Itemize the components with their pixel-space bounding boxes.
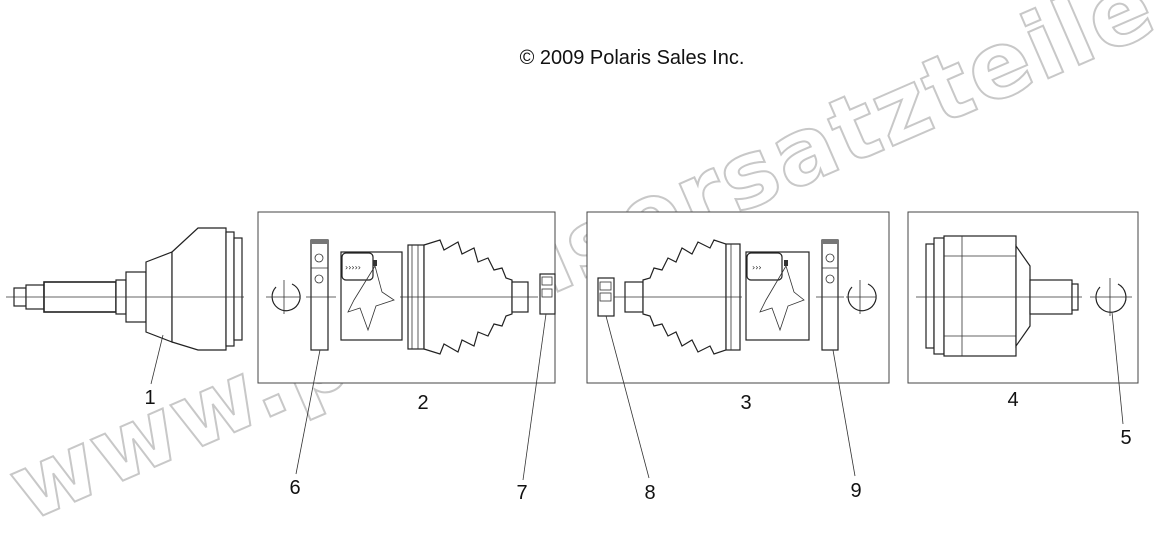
- callout-6: 6: [289, 477, 300, 499]
- circlip-box-3: [846, 280, 877, 314]
- part-9-boot-clamp-large[interactable]: [816, 239, 844, 351]
- callout-1: 1: [144, 387, 155, 409]
- part-4-inner-cv-joint[interactable]: [916, 235, 1082, 357]
- grease-packet-left: ›››››: [340, 251, 403, 341]
- callout-5: 5: [1120, 427, 1131, 449]
- part-5-circlip-left[interactable]: [266, 280, 301, 314]
- part-5-circlip[interactable]: [1090, 278, 1132, 316]
- callout-2: 2: [417, 392, 428, 414]
- callout-3: 3: [740, 392, 751, 414]
- part-2-inner-boot[interactable]: [400, 239, 538, 355]
- part-1-outer-cv-joint[interactable]: [6, 227, 244, 351]
- arrows-label: ›››››: [345, 263, 361, 272]
- callout-4: 4: [1007, 389, 1018, 411]
- part-7-boot-clamp-small[interactable]: [539, 273, 556, 315]
- arrows-label: ›››: [752, 263, 762, 272]
- callout-9: 9: [850, 480, 861, 502]
- grease-packet-right: ›››: [745, 251, 810, 341]
- callout-8: 8: [644, 482, 655, 504]
- part-6-boot-clamp-large[interactable]: [306, 239, 336, 351]
- copyright-notice: © 2009 Polaris Sales Inc.: [520, 47, 745, 69]
- part-3-outer-boot[interactable]: [614, 239, 742, 355]
- callout-7: 7: [516, 482, 527, 504]
- part-8-boot-clamp-small[interactable]: [597, 277, 615, 317]
- leader-lines: [150, 311, 1124, 481]
